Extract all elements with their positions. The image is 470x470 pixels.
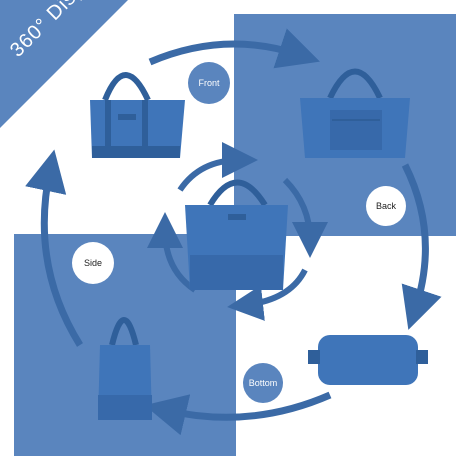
arrow-back-to-bottom [401,163,442,330]
inner-arrow-right [282,177,328,258]
label-front: Front [188,62,230,104]
arrow-front-to-back [148,28,320,69]
arrow-side-to-front [25,149,83,347]
arrow-bottom-to-side [144,391,332,436]
label-back: Back [366,186,406,226]
front-bag-image [90,72,185,158]
label-side: Side [72,242,114,284]
inner-arrow-top [177,142,258,192]
center-bag-image [185,179,288,290]
inner-arrow-bottom [227,268,308,321]
label-bottom: Bottom [243,363,283,403]
bottom-bag-image [308,335,428,385]
side-bag-image [98,317,152,420]
inner-arrow-left [147,212,197,293]
back-bag-image [300,68,410,158]
